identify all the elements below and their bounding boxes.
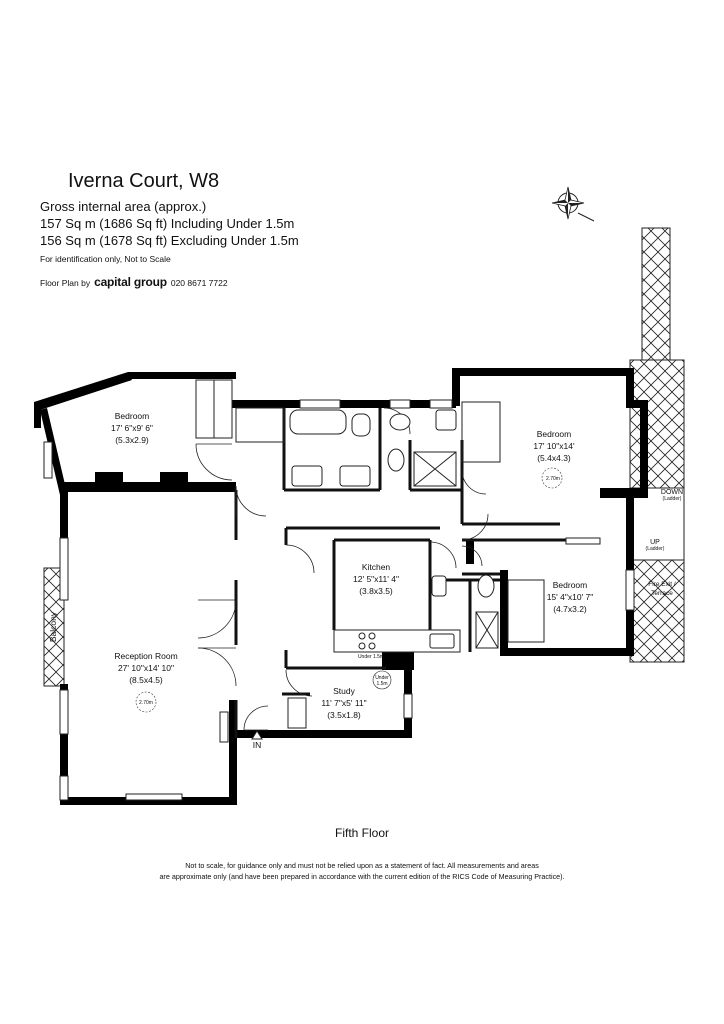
floorplan-credit: Floor Plan by capital group 020 8671 772…: [40, 275, 228, 289]
fire-exit-label: Fire Exit /: [648, 581, 676, 588]
reception-height: 2.70m: [139, 700, 153, 706]
brand-logo: capital group: [94, 275, 167, 289]
area-excluding: 156 Sq m (1678 Sq ft) Excluding Under 1.…: [40, 233, 299, 248]
gross-area-heading: Gross internal area (approx.): [40, 199, 207, 214]
bedroom2-name: Bedroom: [537, 429, 572, 439]
bedroom1-size-m: (5.3x2.9): [115, 435, 149, 445]
bedroom3-size-ft: 15' 4"x10' 7": [547, 592, 594, 602]
floor-label: Fifth Floor: [334, 826, 389, 840]
identification-note: For identification only, Not to Scale: [40, 254, 171, 264]
under-label: Under 1.5m: [358, 654, 384, 660]
up-label: UP: [650, 539, 660, 546]
under-height-marker: [372, 670, 392, 690]
bedroom3-name: Bedroom: [553, 580, 588, 590]
up-note: (Ladder): [646, 546, 665, 552]
entrance-arrow-icon: [251, 730, 263, 740]
under-marker-label: Under: [375, 675, 389, 681]
kitchen-size-ft: 12' 5"x11' 4": [353, 574, 399, 584]
kitchen-fittings: [333, 629, 461, 653]
compass-icon: [551, 186, 595, 222]
terrace-label: Terrace: [651, 590, 673, 597]
reception-name: Reception Room: [114, 651, 177, 661]
bedroom3-size-m: (4.7x3.2): [553, 604, 587, 614]
reception-size-m: (8.5x4.5): [129, 675, 163, 685]
bedroom2-height: 2.70m: [546, 476, 560, 482]
disclaimer-line-2: are approximate only (and have been prep…: [159, 872, 565, 881]
floorplan-by-label: Floor Plan by: [40, 278, 91, 288]
reception-size-ft: 27' 10"x14' 10": [118, 663, 174, 673]
kitchen-name: Kitchen: [362, 562, 391, 572]
study-size-m: (3.5x1.8): [327, 710, 361, 720]
terrace-area: [629, 227, 685, 663]
disclaimer-line-1: Not to scale, for guidance only and must…: [185, 861, 539, 870]
area-including: 157 Sq m (1686 Sq ft) Including Under 1.…: [40, 216, 295, 231]
kitchen-size-m: (3.8x3.5): [359, 586, 393, 596]
door-swings: [195, 407, 489, 731]
exterior-walls: [34, 368, 648, 805]
page-title: Iverna Court, W8: [68, 170, 220, 192]
down-note: (Ladder): [663, 496, 682, 502]
bathroom-fixtures: [289, 409, 499, 649]
balcony-label: Balcony: [48, 611, 58, 642]
ceiling-height-markers: [135, 467, 563, 713]
windows: [43, 399, 635, 801]
balcony-area: [43, 567, 65, 687]
bedroom2-size-ft: 17' 10"x14': [533, 441, 575, 451]
under-marker-label-2: 1.5m: [376, 681, 387, 687]
bedroom2-size-m: (5.4x4.3): [537, 453, 571, 463]
brand-phone: 020 8671 7722: [170, 278, 228, 288]
down-label: DOWN: [661, 489, 683, 496]
wardrobes: [195, 379, 545, 729]
study-name: Study: [333, 686, 355, 696]
study-size-ft: 11' 7"x5' 11": [321, 698, 366, 708]
entrance-label: IN: [253, 740, 262, 750]
bedroom1-size-ft: 17' 6"x9' 6": [111, 423, 153, 433]
bedroom1-name: Bedroom: [115, 411, 150, 421]
